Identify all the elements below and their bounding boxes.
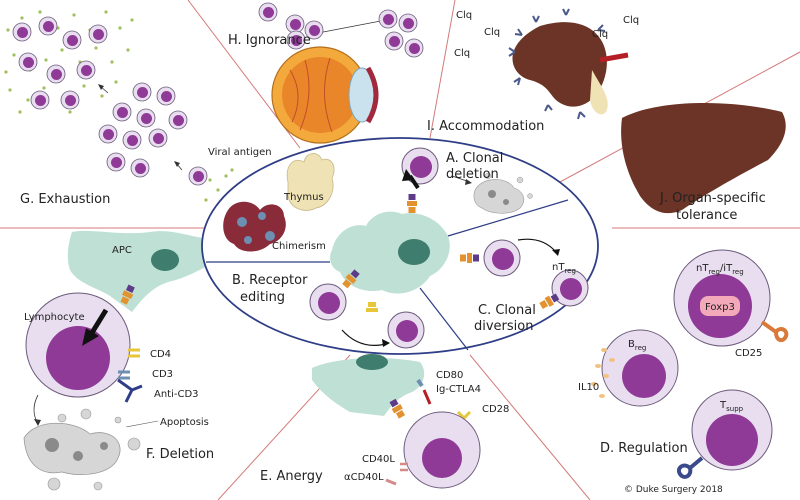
thymus-illustration	[286, 153, 335, 211]
cd4-label: CD4	[150, 349, 171, 360]
cd3-label: CD3	[152, 369, 173, 380]
acd40l-label: αCD40L	[344, 472, 384, 483]
foxp3-label: Foxp3	[705, 302, 735, 313]
ignorance-title: H. Ignorance	[228, 33, 311, 48]
organ-tolerance-title-line2: tolerance	[676, 208, 737, 223]
clq-label: Clq	[623, 15, 639, 26]
clonal-deletion-title: A. Clonal	[446, 151, 503, 166]
tsupp-label: Tsupp	[719, 400, 744, 413]
clonal-diversion-title-line2: diversion	[474, 319, 533, 334]
ig-ctla4-label: Ig-CTLA4	[436, 384, 481, 395]
apc-cell	[312, 358, 425, 416]
anergy-title: E. Anergy	[260, 469, 323, 484]
il10-label: IL10	[578, 382, 599, 393]
anergy-section: CD80 Ig-CTLA4 CD28 CD40L αCD40L E. Anerg…	[260, 354, 509, 489]
suppressor-receptor	[677, 456, 704, 479]
central-thymus-ellipse: Thymus Chimerism A. Clonal deletion	[201, 137, 599, 355]
organ-tolerance-title: J. Organ-specific	[659, 191, 766, 206]
deletion-title: F. Deletion	[146, 447, 214, 462]
apoptosis-label: Apoptosis	[160, 417, 209, 428]
clq-label: Clq	[592, 29, 608, 40]
viral-antigen-label: Viral antigen	[208, 147, 272, 158]
cd40l-label: CD40L	[362, 454, 395, 465]
eye-illustration	[271, 46, 379, 144]
lymphocyte-label: Lymphocyte	[24, 312, 85, 323]
clonal-deletion-title-line2: deletion	[446, 167, 499, 182]
clq-label: Clq	[456, 10, 472, 21]
accommodation-section: Clq Clq Clq Clq Clq I. Accommodation	[427, 8, 639, 134]
kidney-illustration	[512, 22, 607, 107]
chimerism-label: Chimerism	[272, 241, 326, 252]
cd80-label: CD80	[436, 370, 463, 381]
regulation-title: D. Regulation	[600, 441, 688, 456]
breg-label: Breg	[628, 339, 646, 352]
ntreg-label: nTreg	[552, 262, 576, 275]
regulation-section: Foxp3 nTreg/iTreg CD25 Breg IL10 Tsupp D…	[578, 249, 789, 479]
exhaustion-section: Viral antigen G. Exhaustion	[4, 10, 272, 207]
thymus-label: Thymus	[283, 192, 324, 203]
accommodation-title: I. Accommodation	[427, 119, 544, 134]
clonal-deletion-debris	[473, 172, 533, 214]
deletion-section: APC Lymphocyte CD4 CD3 Anti-CD3 Apoptosi…	[23, 230, 214, 491]
ignorance-section: H. Ignorance	[228, 2, 424, 144]
clonal-diversion-title: C. Clonal	[478, 303, 536, 318]
copyright-text: © Duke Surgery 2018	[624, 485, 723, 495]
organ-tolerance-section: J. Organ-specific tolerance	[621, 102, 786, 223]
apc-cell	[67, 230, 214, 312]
receptor-editing-title-line2: editing	[240, 290, 285, 305]
clq-label: Clq	[484, 27, 500, 38]
central-apc-cell	[330, 211, 450, 294]
treg-label: nTreg/iTreg	[696, 263, 744, 276]
clq-label: Clq	[454, 48, 470, 59]
exhaustion-title: G. Exhaustion	[20, 192, 110, 207]
cd25-label: CD25	[735, 348, 762, 359]
il10-cytokines	[591, 348, 615, 398]
apoptotic-fragments	[23, 408, 141, 491]
liver-illustration	[621, 102, 786, 214]
receptor-editing-title: B. Receptor	[232, 273, 308, 288]
apc-label: APC	[112, 245, 132, 256]
anti-cd3-label: Anti-CD3	[154, 389, 199, 400]
cd28-label: CD28	[482, 404, 509, 415]
cd25-receptor	[760, 320, 789, 343]
